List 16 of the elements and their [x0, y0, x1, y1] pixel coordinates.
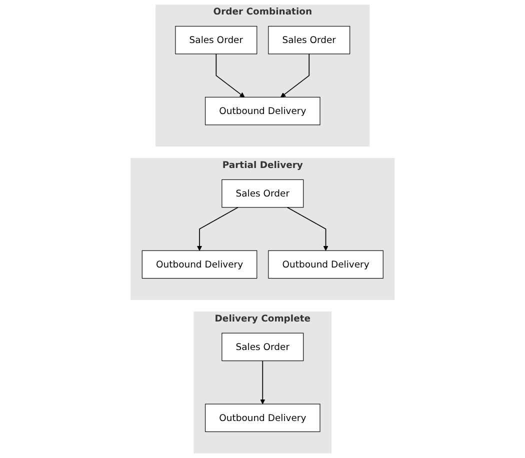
process-box: Sales Order: [222, 179, 304, 208]
process-box: Outbound Delivery: [204, 404, 320, 432]
arrow: [286, 206, 328, 251]
arrow: [216, 54, 245, 98]
band-heading: Partial Delivery: [222, 159, 303, 170]
process-box: Outbound Delivery: [142, 250, 258, 279]
process-box: Sales Order: [268, 26, 350, 54]
arrow: [196, 206, 238, 251]
process-box: Outbound Delivery: [268, 250, 384, 279]
band-heading: Delivery Complete: [214, 312, 310, 324]
arrow: [260, 360, 266, 404]
arrow: [280, 54, 310, 98]
process-box: Sales Order: [175, 26, 258, 54]
band-heading: Order Combination: [213, 6, 312, 17]
process-box: Outbound Delivery: [204, 96, 320, 126]
process-box: Sales Order: [222, 332, 304, 362]
